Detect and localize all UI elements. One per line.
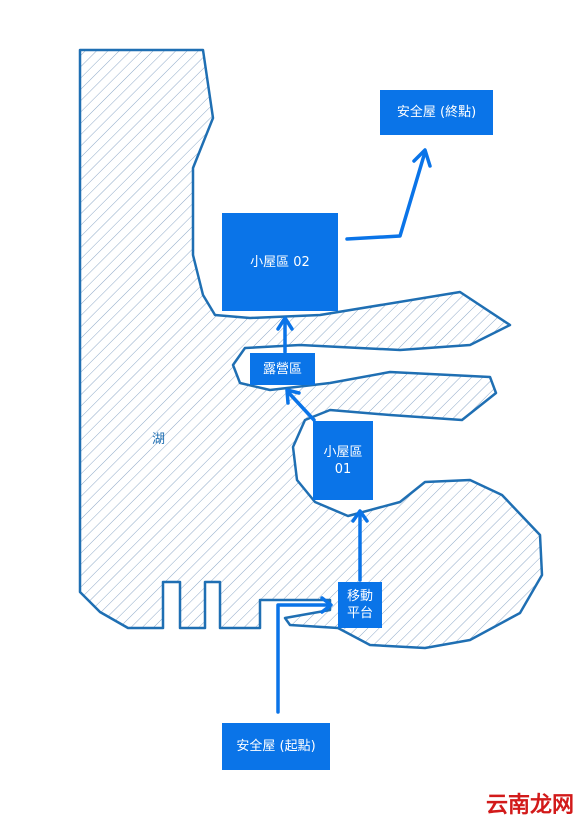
route-cabin01-arrowhead — [285, 388, 301, 405]
moving-platform-label-line1: 移動 — [346, 589, 373, 604]
cabin-01-label-line1: 小屋區 — [323, 444, 363, 460]
camp-label: 露營區 — [262, 361, 302, 377]
cabin-01-box: 小屋區 01 — [313, 421, 373, 500]
camp-box: 露營區 — [250, 353, 315, 385]
route-cabin02-to-end — [345, 150, 427, 241]
moving-platform-label-line2: 平台 — [346, 606, 373, 621]
route-start-to-platform — [276, 603, 332, 714]
route-platform-arrowhead — [351, 509, 369, 523]
moving-platform-box: 移動 平台 — [338, 582, 382, 628]
safehouse-start-box: 安全屋 (起點) — [222, 723, 330, 770]
lake-area — [78, 48, 544, 650]
lake-label: 湖 — [152, 432, 166, 447]
route-cabin01-to-camp — [286, 390, 316, 422]
route-start-arrowhead — [320, 596, 333, 614]
route-camp-arrowhead — [276, 316, 294, 331]
route-arrows — [276, 148, 432, 714]
safehouse-start-label: 安全屋 (起點) — [236, 739, 316, 754]
safehouse-end-box: 安全屋 (終點) — [380, 90, 493, 135]
cabin-02-label: 小屋區 02 — [250, 254, 310, 270]
route-end-arrowhead — [412, 148, 432, 168]
safehouse-end-label: 安全屋 (終點) — [396, 105, 477, 120]
watermark-logo: 云南龙网 — [485, 792, 574, 818]
cabin-01-label-line2: 01 — [334, 461, 352, 477]
cabin-02-box: 小屋區 02 — [222, 213, 338, 311]
